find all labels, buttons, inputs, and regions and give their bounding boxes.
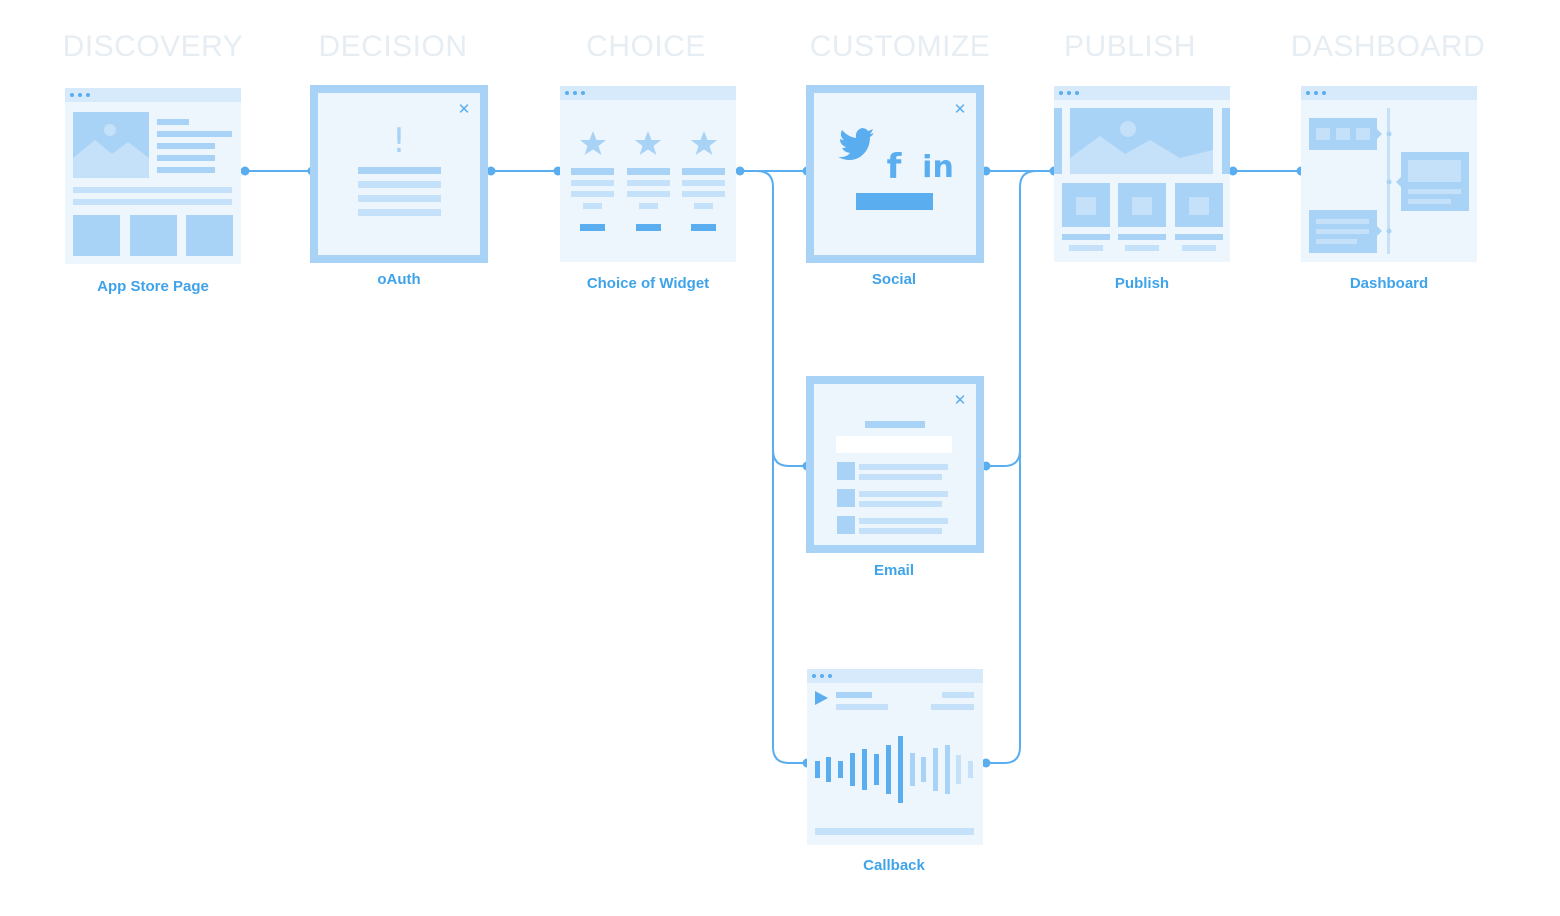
stage-choice-label: CHOICE — [586, 30, 706, 63]
callback-label: Callback — [863, 857, 925, 874]
app-store-page-card — [65, 88, 241, 264]
facebook-icon: f — [887, 147, 903, 187]
stage-publish-label: PUBLISH — [1064, 30, 1196, 63]
email-label: Email — [873, 562, 915, 579]
star-icon — [580, 131, 717, 155]
connectors — [245, 170, 1301, 764]
stage-customize-label: CUSTOMIZE — [809, 30, 991, 63]
app-store-page-label: App Store Page — [97, 278, 209, 295]
choice-of-widget-label: Choice of Widget — [586, 275, 710, 292]
play-icon[interactable] — [815, 691, 828, 705]
connector-email-publish — [986, 170, 1054, 467]
shopping-bag-icon — [1062, 183, 1223, 227]
connector-choice-callback — [772, 187, 807, 764]
social-label: Social — [871, 271, 917, 288]
image-placeholder-icon — [1070, 108, 1213, 174]
stage-decision-label: DECISION — [318, 30, 468, 63]
dashboard-card — [1301, 86, 1477, 262]
publish-label: Publish — [1114, 275, 1170, 292]
social-card: ✕ f in — [806, 85, 984, 263]
publish-card — [1054, 86, 1230, 262]
twitter-icon — [838, 128, 874, 160]
image-placeholder-icon — [73, 112, 149, 178]
social-connect-button[interactable] — [856, 193, 933, 210]
close-icon[interactable]: ✕ — [458, 100, 471, 118]
close-icon[interactable]: ✕ — [954, 391, 967, 409]
stage-dashboard-label: DASHBOARD — [1290, 30, 1486, 63]
linkedin-icon: in — [922, 150, 954, 185]
choice-of-widget-card — [560, 86, 736, 262]
progress-track[interactable] — [815, 828, 974, 835]
connector-callback-publish — [986, 450, 1021, 764]
oauth-label: oAuth — [377, 271, 421, 288]
dashboard-label: Dashboard — [1349, 275, 1429, 292]
oauth-card: ✕ ! — [310, 85, 488, 263]
waveform — [815, 736, 973, 803]
callback-card — [807, 669, 983, 845]
exclamation-icon: ! — [392, 121, 406, 161]
close-icon[interactable]: ✕ — [954, 100, 967, 118]
email-card: ✕ — [806, 376, 984, 553]
stage-discovery-label: DISCOVERY — [62, 30, 244, 63]
